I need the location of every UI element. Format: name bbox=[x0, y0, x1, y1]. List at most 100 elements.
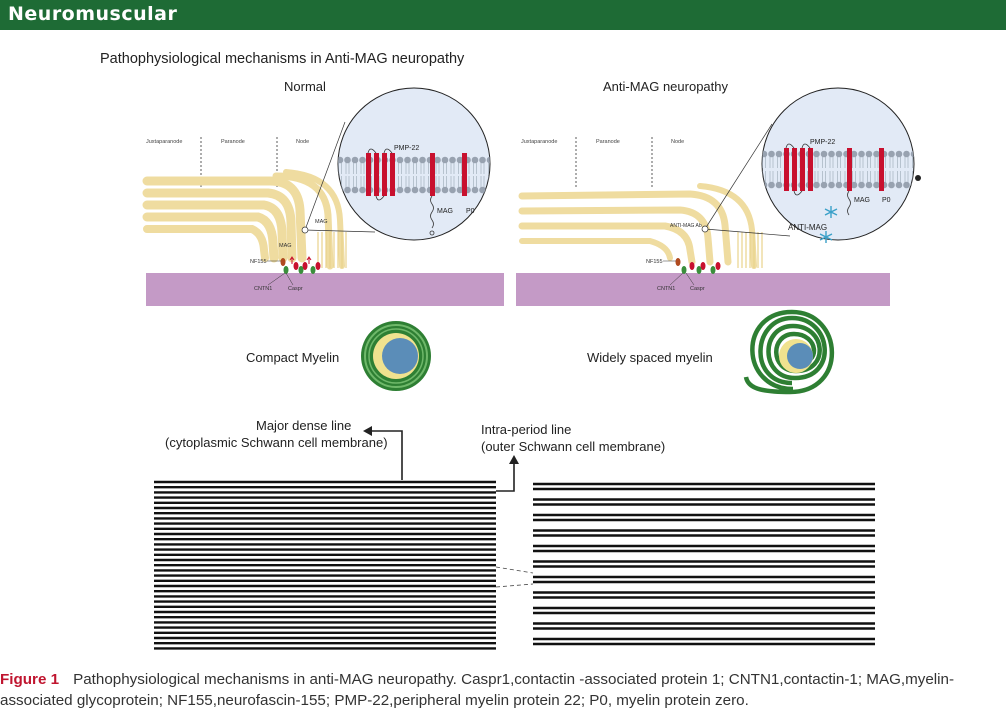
lipid-head bbox=[411, 186, 419, 194]
myelin-lamellae bbox=[142, 169, 345, 270]
lipid-head bbox=[441, 186, 449, 194]
anti-mag-zoom-inset: PMP-22 MAG P0 ANTI-MAG bbox=[761, 87, 921, 243]
widely-spaced-line-stack bbox=[533, 482, 875, 646]
major-dense-arrow bbox=[370, 430, 403, 480]
lipid-head bbox=[865, 181, 873, 189]
lipid-head bbox=[471, 156, 479, 164]
lipid-head bbox=[351, 186, 359, 194]
lipid-head bbox=[449, 186, 456, 194]
section-header: Neuromuscular bbox=[0, 0, 1006, 30]
intra-period-line-label: Intra-period line bbox=[481, 422, 571, 437]
mag-protein-tail bbox=[430, 195, 434, 229]
lipid-head bbox=[820, 150, 828, 158]
region-label-juxtaparanode: Juxtaparanode bbox=[521, 139, 557, 145]
label-mag-top: MAG bbox=[315, 219, 328, 225]
myelin-fringe bbox=[737, 232, 763, 268]
label-anti-mag-ab: ANTI-MAG Ab bbox=[670, 223, 702, 229]
lipid-head bbox=[441, 156, 449, 164]
mag-protein-tail bbox=[847, 190, 851, 216]
widely-spaced-myelin-diagram bbox=[743, 309, 835, 395]
lipid-head bbox=[762, 150, 768, 158]
anti-mag-panel: Anti-MAG neuropathy Juxtaparanode Parano… bbox=[516, 79, 921, 395]
lipid-head bbox=[456, 156, 464, 164]
lipid-head bbox=[449, 156, 456, 164]
lipid-head bbox=[903, 181, 910, 189]
lipid-head bbox=[888, 181, 895, 189]
lipid-head bbox=[910, 150, 914, 158]
connector-dashed bbox=[495, 583, 534, 588]
lipid-head bbox=[419, 156, 426, 164]
label-mag: MAG bbox=[854, 197, 870, 204]
normal-zoom-inset: PMP-22 MAG P0 bbox=[337, 87, 491, 241]
lipid-head bbox=[396, 186, 404, 194]
lipid-head bbox=[359, 186, 366, 194]
lipid-head bbox=[344, 186, 351, 194]
label-cntn1: CNTN1 bbox=[254, 286, 272, 292]
lipid-head bbox=[479, 156, 486, 164]
p0-protein bbox=[462, 153, 467, 196]
compact-myelin-line-stack bbox=[154, 480, 496, 650]
mag-protein bbox=[847, 148, 852, 191]
p0-protein bbox=[879, 148, 884, 191]
axon-membrane bbox=[146, 273, 504, 306]
lipid-head bbox=[775, 181, 783, 189]
figure-caption-text: Pathophysiological mechanisms in anti-MA… bbox=[0, 671, 955, 709]
lipid-head bbox=[865, 150, 873, 158]
major-dense-line-sublabel: (cytoplasmic Schwann cell membrane) bbox=[165, 435, 388, 450]
lipid-head bbox=[768, 150, 775, 158]
lipid-head bbox=[434, 156, 441, 164]
lipid-head bbox=[404, 156, 411, 164]
lipid-head bbox=[828, 150, 835, 158]
lipid-head bbox=[456, 186, 464, 194]
lipid-head bbox=[873, 150, 880, 158]
nodal-proteins bbox=[280, 256, 321, 274]
lipid-head bbox=[850, 150, 858, 158]
label-p0: P0 bbox=[882, 197, 891, 204]
connector-dashed bbox=[495, 566, 534, 574]
region-label-juxtaparanode: Juxtaparanode bbox=[146, 139, 182, 145]
lipid-head bbox=[820, 181, 828, 189]
lipid-head bbox=[813, 150, 820, 158]
region-label-paranode: Paranode bbox=[596, 139, 620, 145]
label-mag: MAG bbox=[437, 208, 453, 215]
intra-period-line-sublabel: (outer Schwann cell membrane) bbox=[481, 439, 665, 454]
normal-panel: Normal Juxtaparanode Paranode Node bbox=[142, 79, 504, 391]
figure-caption-label: Figure 1 bbox=[0, 671, 60, 688]
axon-membrane bbox=[516, 273, 890, 306]
lipid-head bbox=[888, 150, 895, 158]
lipid-head bbox=[419, 186, 426, 194]
mag-protein bbox=[430, 153, 435, 196]
lipid-head bbox=[471, 186, 479, 194]
lipid-head bbox=[479, 186, 486, 194]
lipid-head bbox=[873, 181, 880, 189]
lipid-head bbox=[411, 156, 419, 164]
pmp22-proteins bbox=[366, 148, 395, 201]
lipid-head bbox=[895, 150, 903, 158]
myelin-lamellae bbox=[518, 183, 757, 269]
lipid-head bbox=[359, 156, 366, 164]
lipid-head bbox=[858, 181, 865, 189]
figure-title: Pathophysiological mechanisms in Anti-MA… bbox=[100, 51, 465, 67]
lipid-head bbox=[486, 156, 490, 164]
label-caspr: Caspr bbox=[288, 286, 303, 292]
lipid-head bbox=[351, 156, 359, 164]
label-pmp22: PMP-22 bbox=[394, 145, 419, 152]
lipid-head bbox=[813, 181, 820, 189]
major-dense-line-label: Major dense line bbox=[256, 418, 351, 433]
lipid-head bbox=[895, 181, 903, 189]
compact-myelin-diagram bbox=[361, 321, 431, 391]
intra-period-arrow bbox=[496, 462, 515, 492]
antibody-snowflake-icon bbox=[819, 206, 838, 243]
label-mag: MAG bbox=[279, 243, 292, 249]
lipid-head bbox=[338, 156, 344, 164]
lipid-head bbox=[835, 150, 843, 158]
label-nf155: NF155 bbox=[250, 259, 267, 265]
region-label-node: Node bbox=[671, 139, 684, 145]
label-pmp22: PMP-22 bbox=[810, 139, 835, 146]
figure-canvas: Pathophysiological mechanisms in Anti-MA… bbox=[100, 51, 921, 650]
lipid-head bbox=[835, 181, 843, 189]
lipid-head bbox=[344, 156, 351, 164]
region-label-paranode: Paranode bbox=[221, 139, 245, 145]
lipid-head bbox=[404, 186, 411, 194]
